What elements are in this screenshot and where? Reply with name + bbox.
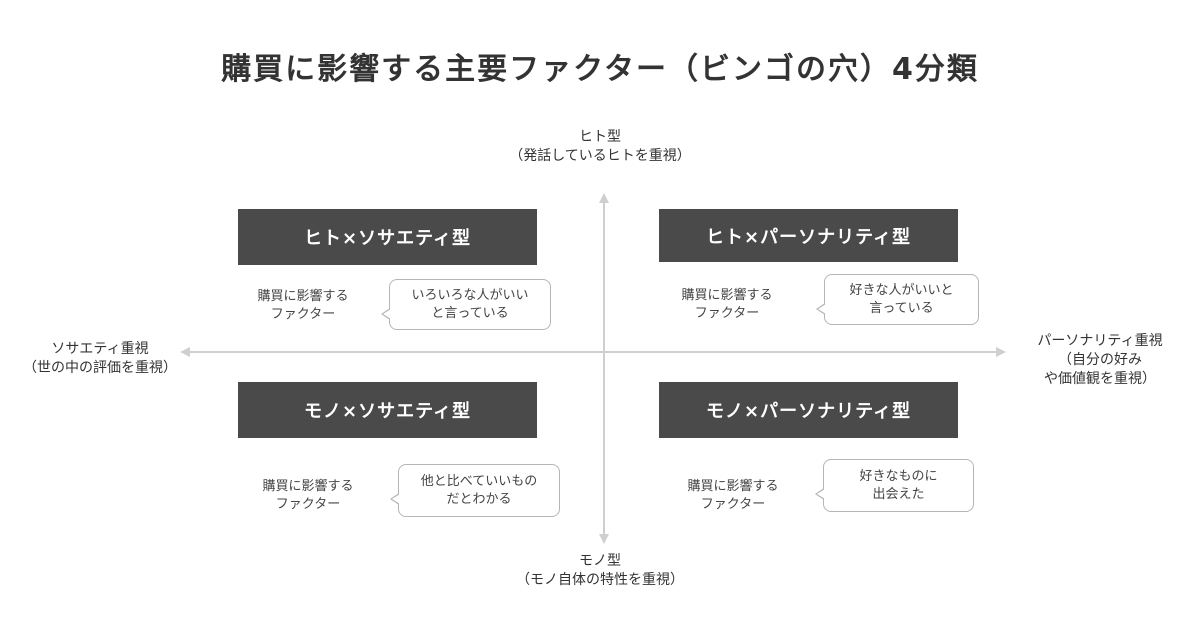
axis-top-line1: ヒト型 — [579, 129, 621, 145]
axis-right-line3: や価値観を重視） — [1044, 371, 1156, 387]
factor-label-bottom-left: 購買に影響する ファクター — [243, 478, 373, 514]
bubble-line2: 出会えた — [872, 486, 925, 502]
bubble-line2: 言っている — [869, 300, 934, 316]
speech-bubble-bottom-left: 他と比べていいもの だとわかる — [390, 464, 560, 517]
speech-bubble-top-left: いろいろな人がいい と言っている — [381, 279, 551, 330]
factor-line2: ファクター — [275, 497, 341, 512]
axis-arrow-left-icon — [180, 347, 190, 357]
factor-line2: ファクター — [270, 307, 336, 322]
axis-left-line2: （世の中の評価を重視） — [23, 360, 177, 376]
speech-bubble-tail-icon — [815, 488, 825, 500]
bubble-line1: 好きなものに — [859, 468, 938, 484]
factor-line1: 購買に影響する — [687, 479, 779, 494]
quadrant-title-top-left: ヒト×ソサエティ型 — [238, 209, 537, 265]
axis-bottom-line2: （モノ自体の特性を重視） — [516, 572, 684, 588]
axis-right-line2: （自分の好み — [1058, 352, 1142, 368]
axis-label-bottom: モノ型 （モノ自体の特性を重視） — [450, 552, 750, 590]
bubble-line2: だとわかる — [446, 491, 512, 507]
axis-arrow-up-icon — [599, 193, 609, 203]
speech-bubble-tail-icon — [390, 493, 400, 505]
factor-line2: ファクター — [700, 497, 766, 512]
axis-top-line2: （発話しているヒトを重視） — [509, 148, 691, 164]
factor-line1: 購買に影響する — [257, 289, 349, 304]
factor-line1: 購買に影響する — [262, 479, 354, 494]
speech-bubble-bottom-right: 好きなものに 出会えた — [815, 459, 974, 512]
factor-line2: ファクター — [694, 306, 760, 321]
factor-label-top-left: 購買に影響する ファクター — [238, 288, 368, 324]
page-title: 購買に影響する主要ファクター（ビンゴの穴）4分類 — [221, 52, 979, 87]
bubble-line2: と言っている — [431, 305, 509, 321]
bubble-line1: 他と比べていいもの — [420, 473, 538, 489]
speech-bubble-top-right: 好きな人がいいと 言っている — [816, 274, 979, 325]
axis-label-top: ヒト型 （発話しているヒトを重視） — [450, 128, 750, 166]
factor-line1: 購買に影響する — [681, 288, 773, 303]
speech-bubble-tail-icon — [381, 308, 391, 320]
quadrant-title-bottom-right: モノ×パーソナリティ型 — [659, 382, 958, 438]
axis-bottom-line1: モノ型 — [579, 553, 621, 569]
axis-label-left: ソサエティ重視 （世の中の評価を重視） — [0, 340, 200, 378]
speech-bubble-tail-icon — [816, 303, 826, 315]
axis-right-line1: パーソナリティ重視 — [1037, 333, 1163, 349]
quadrant-title-bottom-left: モノ×ソサエティ型 — [238, 382, 537, 438]
axis-arrow-right-icon — [996, 347, 1006, 357]
factor-label-bottom-right: 購買に影響する ファクター — [668, 478, 798, 514]
bubble-line1: いろいろな人がいい — [411, 287, 529, 303]
quadrant-title-top-right: ヒト×パーソナリティ型 — [659, 209, 958, 262]
axis-arrow-down-icon — [599, 534, 609, 544]
axis-label-right: パーソナリティ重視 （自分の好み や価値観を重視） — [1010, 332, 1190, 389]
bubble-line1: 好きな人がいいと — [849, 282, 954, 298]
axis-left-line1: ソサエティ重視 — [51, 341, 149, 357]
factor-label-top-right: 購買に影響する ファクター — [662, 287, 792, 323]
